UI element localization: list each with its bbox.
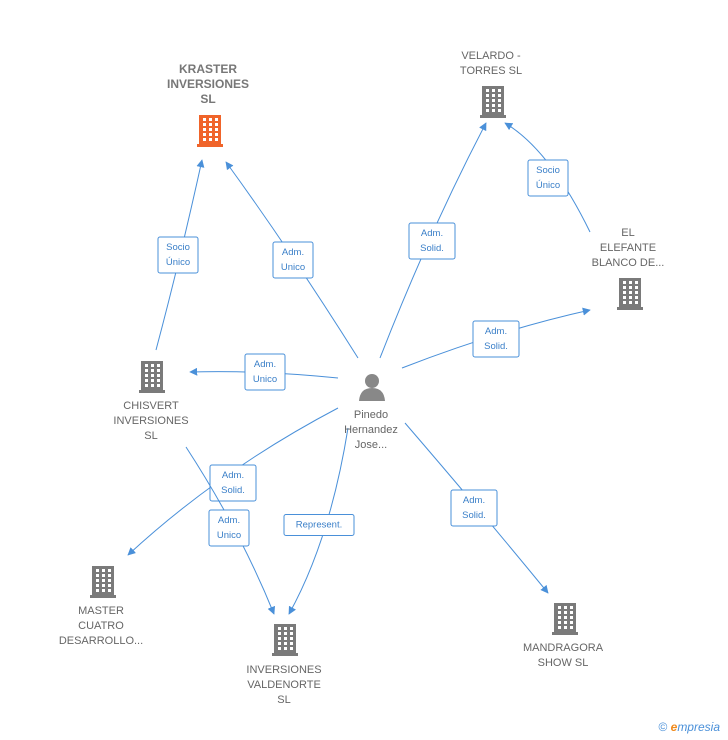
building-icon	[139, 361, 165, 393]
edge-person-master: Adm. Solid.	[127, 407, 339, 556]
node-label-line: INVERSIONES	[246, 664, 321, 676]
person-icon	[359, 374, 385, 401]
node-master[interactable]: MASTER CUATRO DESARROLLO...	[59, 566, 143, 647]
relation-badge[interactable]	[157, 236, 199, 274]
node-label-line: VELARDO -	[461, 50, 521, 62]
node-label-line: INVERSIONES	[113, 415, 188, 427]
relation-label: Represent.	[296, 520, 342, 531]
relation-badge[interactable]	[244, 353, 286, 391]
node-label-line: ELEFANTE	[600, 242, 656, 254]
relation-badge[interactable]	[272, 241, 314, 279]
relation-label: Socio	[166, 242, 190, 253]
relation-label: Solid.	[420, 243, 444, 254]
building-icon	[272, 624, 298, 656]
node-label-line: CHISVERT	[123, 400, 179, 412]
node-label-line: SL	[277, 694, 290, 706]
node-label-line: VALDENORTE	[247, 679, 321, 691]
node-label-line: INVERSIONES	[167, 77, 249, 91]
node-label-line: EL	[621, 227, 634, 239]
relation-label: Único	[536, 180, 560, 191]
node-label-line: Pinedo	[354, 409, 388, 421]
relation-badge[interactable]	[527, 159, 569, 197]
node-mandragora[interactable]: MANDRAGORA SHOW SL	[523, 603, 604, 669]
node-label-line: CUATRO	[78, 620, 124, 632]
node-label-line: BLANCO DE...	[592, 257, 665, 269]
relation-label: Unico	[281, 262, 305, 273]
relation-label: Adm.	[282, 247, 304, 258]
relation-label: Solid.	[221, 485, 245, 496]
node-person[interactable]: PinedoHernandezJose...	[344, 374, 398, 451]
node-elefante[interactable]: EL ELEFANTE BLANCO DE...	[592, 227, 665, 310]
edge-person-chisvert: Adm. Unico	[189, 353, 339, 391]
node-label-line: KRASTER	[179, 62, 237, 76]
relation-label: Adm.	[254, 359, 276, 370]
nodes-layer: PinedoHernandezJose...KRASTERINVERSIONES…	[59, 50, 665, 706]
building-icon	[617, 278, 643, 310]
node-label-line: MASTER	[78, 605, 124, 617]
brand-logo-text: mpresia	[677, 720, 720, 734]
relation-label: Adm.	[222, 470, 244, 481]
relation-label: Adm.	[485, 326, 507, 337]
edge-person-valdenorte: Represent.	[283, 427, 355, 615]
node-chisvert[interactable]: CHISVERT INVERSIONES SL	[113, 361, 189, 442]
brand-logo-e: e	[670, 720, 678, 734]
relation-label: Adm.	[463, 495, 485, 506]
building-icon	[197, 115, 223, 147]
copyright-notice: © empresia	[658, 720, 720, 734]
node-label-line: DESARROLLO...	[59, 635, 143, 647]
node-label-line: SL	[200, 92, 215, 106]
node-label-line: TORRES SL	[460, 65, 522, 77]
edges-layer: Adm.UnicoSocioÚnicoAdm.Solid.SocioÚnicoA…	[127, 122, 591, 615]
relation-label: Adm.	[421, 228, 443, 239]
edge-person-elefante: Adm. Solid.	[401, 307, 591, 369]
copyright-symbol: ©	[658, 720, 668, 734]
relation-label: Solid.	[462, 510, 486, 521]
edge-person-kraster: Adm. Unico	[225, 161, 359, 359]
relation-badge[interactable]	[450, 489, 498, 527]
edge-chisvert-valdenorte: Adm. Unico	[185, 446, 276, 615]
relation-label: Adm.	[218, 515, 240, 526]
building-icon	[552, 603, 578, 635]
relation-badge[interactable]	[283, 514, 355, 536]
relation-label: Solid.	[484, 341, 508, 352]
relation-label: Unico	[253, 374, 277, 385]
node-label-line: SHOW SL	[538, 657, 589, 669]
relation-badge[interactable]	[408, 222, 456, 260]
node-label-line: MANDRAGORA	[523, 642, 604, 654]
relation-label: Unico	[217, 530, 241, 541]
building-icon	[480, 86, 506, 118]
building-icon	[90, 566, 116, 598]
node-label-line: Hernandez	[344, 424, 398, 436]
edge-person-velardo: Adm. Solid.	[379, 122, 487, 359]
node-velardo[interactable]: VELARDO - TORRES SL	[460, 50, 522, 118]
relation-badge[interactable]	[472, 320, 520, 358]
node-label-line: Jose...	[355, 439, 387, 451]
relation-label: Único	[166, 257, 190, 268]
relation-badge[interactable]	[208, 509, 250, 547]
node-valdenorte[interactable]: INVERSIONES VALDENORTE SL	[246, 624, 322, 706]
node-label-line: SL	[144, 430, 157, 442]
relation-badge[interactable]	[209, 464, 257, 502]
edge-person-mandragora: Adm. Solid.	[404, 422, 549, 594]
relation-label: Socio	[536, 165, 560, 176]
